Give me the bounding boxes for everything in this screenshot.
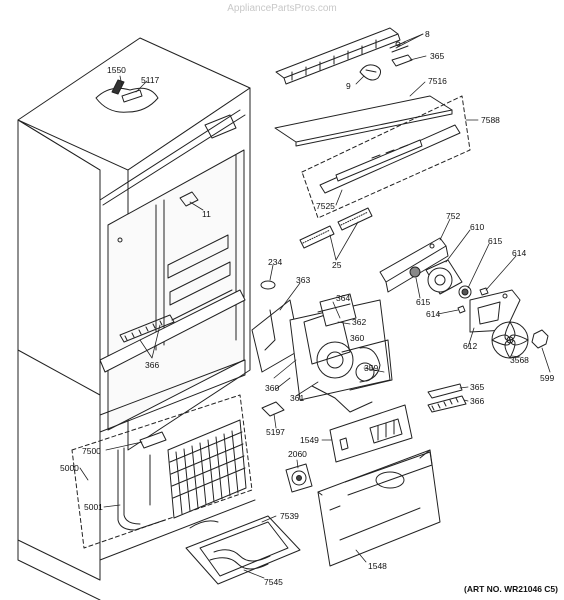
- label-1550: 1550: [107, 65, 126, 75]
- part-366-left: [120, 315, 174, 342]
- label-365-lower: 365: [470, 382, 485, 392]
- part-5197: [262, 402, 284, 416]
- part-3568-fan-blade: [492, 322, 528, 358]
- label-599: 599: [540, 373, 555, 383]
- label-614-lower: 614: [426, 309, 441, 319]
- label-360-lower: 360: [265, 383, 280, 393]
- label-11: 11: [202, 209, 211, 219]
- part-610-motor: [426, 260, 462, 294]
- label-7500: 7500: [82, 446, 101, 456]
- part-365-top: [392, 55, 412, 66]
- label-8: 8: [425, 29, 430, 39]
- label-361: 361: [290, 393, 305, 403]
- part-234: [261, 281, 275, 289]
- machine-compartment: [72, 395, 252, 548]
- part-1548-cover: [318, 450, 440, 566]
- label-614-upper: 614: [512, 248, 527, 258]
- label-610: 610: [470, 222, 485, 232]
- part-1549-board: [330, 405, 412, 462]
- label-612: 612: [463, 341, 478, 351]
- group-7588-outline: [302, 96, 470, 218]
- label-7539: 7539: [280, 511, 299, 521]
- label-366-left: 366: [145, 360, 160, 370]
- part-615-grommet-left: [410, 267, 420, 277]
- label-752: 752: [446, 211, 461, 221]
- label-5117: 5117: [141, 75, 160, 85]
- part-365-harness: [428, 384, 462, 398]
- label-1549: 1549: [300, 435, 319, 445]
- label-366-right: 366: [470, 396, 485, 406]
- top-rail-8: [276, 28, 408, 84]
- label-363: 363: [296, 275, 311, 285]
- label-234: 234: [268, 257, 283, 267]
- label-5000: 5000: [60, 463, 79, 473]
- label-615-lower: 615: [416, 297, 431, 307]
- label-7588: 7588: [481, 115, 500, 125]
- label-365-top: 365: [430, 51, 445, 61]
- part-2060-compressor: [286, 464, 312, 492]
- part-599: [532, 330, 548, 348]
- label-3568: 3568: [510, 355, 529, 365]
- part-7500: [140, 432, 166, 448]
- label-7545: 7545: [264, 577, 283, 587]
- label-615-upper: 615: [488, 236, 503, 246]
- label-5197: 5197: [266, 427, 285, 437]
- label-25: 25: [332, 260, 342, 270]
- part-9: [360, 65, 381, 80]
- condenser-coil: [168, 420, 246, 518]
- label-360-upper: 360: [350, 333, 365, 343]
- label-5001: 5001: [84, 502, 103, 512]
- label-7525: 7525: [316, 201, 335, 211]
- label-1548: 1548: [368, 561, 387, 571]
- group-5000-outline: [72, 395, 252, 548]
- label-364: 364: [336, 293, 351, 303]
- art-number: (ART NO. WR21046 C5): [464, 584, 558, 594]
- fan-housing: [252, 294, 392, 412]
- watermark: AppliancePartsPros.com: [227, 3, 337, 14]
- drain-pan: [186, 516, 300, 584]
- part-25: [300, 208, 372, 248]
- label-9: 9: [346, 81, 351, 91]
- label-2060: 2060: [288, 449, 307, 459]
- part-614-clip-left: [458, 306, 465, 313]
- label-362: 362: [352, 317, 367, 327]
- part-1550-5117: [96, 80, 158, 112]
- leader-lines: [80, 34, 550, 578]
- cabinet: [18, 38, 255, 600]
- label-359: 359: [364, 363, 379, 373]
- part-612: [470, 290, 520, 332]
- label-7516: 7516: [428, 76, 447, 86]
